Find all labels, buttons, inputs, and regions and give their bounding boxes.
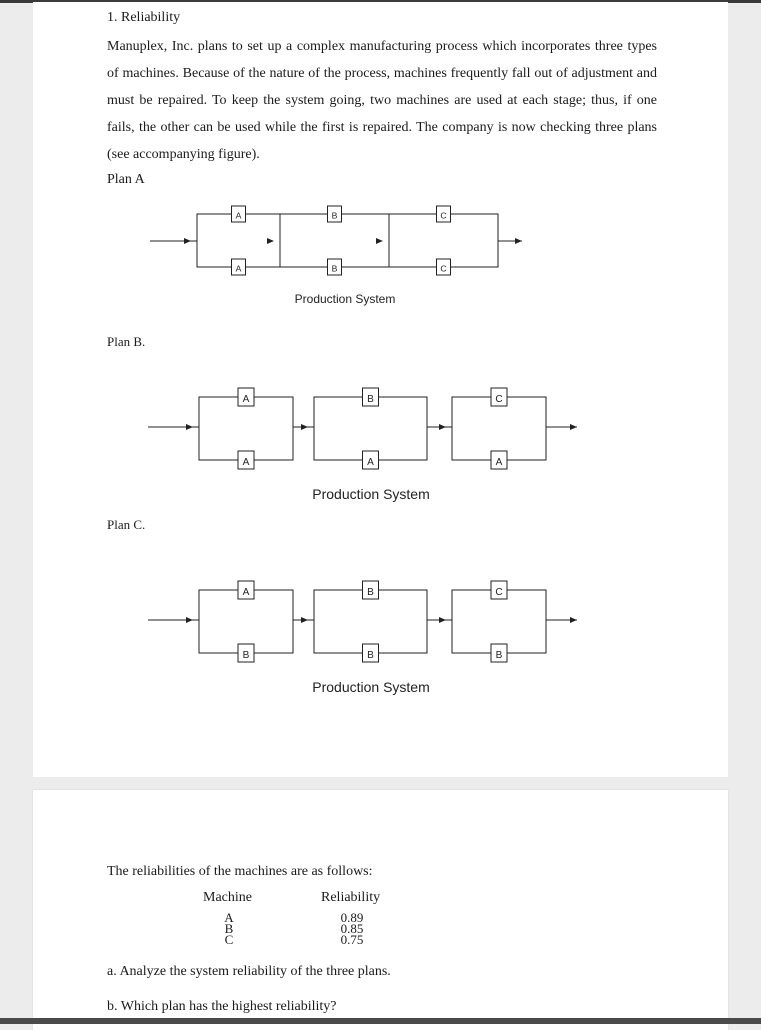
machine-column: A B C <box>222 910 236 947</box>
machine-cell: C <box>224 932 234 947</box>
flow-arrow <box>267 238 274 244</box>
flow-arrow <box>570 424 577 430</box>
machine-label: B <box>332 263 338 273</box>
machine-label: A <box>243 457 250 468</box>
question-a: a. Analyze the system reliability of the… <box>107 964 391 979</box>
reliability-header: Reliability <box>321 890 381 905</box>
machine-label: A <box>367 457 374 468</box>
machine-label: B <box>367 587 374 598</box>
machine-label: C <box>440 263 446 273</box>
problem-paragraph: Manuplex, Inc. plans to set up a complex… <box>107 39 657 162</box>
machine-box <box>237 387 255 407</box>
viewer-bottom-bar <box>0 1018 761 1024</box>
machine-cell: A <box>224 910 234 925</box>
machine-header: Machine <box>203 890 252 905</box>
parallel-stage: CC <box>388 205 499 276</box>
machine-label: C <box>440 210 446 220</box>
machine-label: A <box>236 210 242 220</box>
parallel-stage: BA <box>313 387 428 470</box>
machine-box <box>231 205 246 223</box>
machine-box <box>237 450 255 470</box>
machine-cell: B <box>224 921 234 936</box>
machine-label: C <box>495 587 502 598</box>
machine-box <box>327 205 342 223</box>
machine-box <box>490 643 508 663</box>
problem-heading: 1. Reliability <box>107 10 181 25</box>
machine-label: A <box>243 394 250 405</box>
machine-box <box>327 258 342 276</box>
flow-arrow <box>301 424 308 430</box>
reliability-cell: 0.89 <box>340 910 364 925</box>
machine-box <box>362 643 379 663</box>
plan-c-label: Plan C. <box>107 517 146 532</box>
parallel-stage: AA <box>198 387 294 470</box>
plan-b-label: Plan B. <box>107 334 146 349</box>
reliability-column: 0.89 0.85 0.75 <box>336 910 368 947</box>
machine-label: C <box>495 394 502 405</box>
parallel-stage: BB <box>313 580 428 663</box>
machine-box <box>362 387 379 407</box>
flow-arrow <box>515 238 522 244</box>
flow-arrow <box>186 424 193 430</box>
machine-box <box>231 258 246 276</box>
question-b: b. Which plan has the highest reliabilit… <box>107 999 337 1014</box>
machine-box <box>362 450 379 470</box>
machine-label: A <box>243 587 250 598</box>
diagram-caption: Production System <box>312 679 430 695</box>
diagram-caption: Production System <box>312 486 430 502</box>
machine-box <box>362 580 379 600</box>
document-page-2 <box>33 790 728 1030</box>
machine-box <box>490 580 508 600</box>
diagram-caption: Production System <box>295 292 396 306</box>
flow-arrow <box>439 617 446 623</box>
machine-label: B <box>332 210 338 220</box>
parallel-stage: CA <box>451 387 547 470</box>
machine-box <box>237 580 255 600</box>
machine-label: B <box>496 650 503 661</box>
viewer-top-bar <box>0 0 761 3</box>
flow-arrow <box>376 238 383 244</box>
document-page-1 <box>33 2 728 777</box>
flow-arrow <box>570 617 577 623</box>
reliability-cell: 0.75 <box>340 932 364 947</box>
machine-label: B <box>367 650 374 661</box>
machine-box <box>237 643 255 663</box>
flow-arrow <box>301 617 308 623</box>
machine-label: B <box>367 394 374 405</box>
machine-box <box>436 205 451 223</box>
machine-box <box>490 387 508 407</box>
parallel-stage: BB <box>279 205 390 276</box>
flow-arrow <box>184 238 191 244</box>
machine-label: A <box>236 263 242 273</box>
reliabilities-intro: The reliabilities of the machines are as… <box>107 864 373 879</box>
machine-label: A <box>496 457 503 468</box>
reliability-cell: 0.85 <box>340 921 364 936</box>
machine-label: B <box>243 650 250 661</box>
flow-arrow <box>439 424 446 430</box>
parallel-stage: AA <box>196 205 281 276</box>
parallel-stage: CB <box>451 580 547 663</box>
machine-box <box>490 450 508 470</box>
flow-arrow <box>186 617 193 623</box>
machine-box <box>436 258 451 276</box>
parallel-stage: AB <box>198 580 294 663</box>
plan-a-label: Plan A <box>107 172 145 187</box>
